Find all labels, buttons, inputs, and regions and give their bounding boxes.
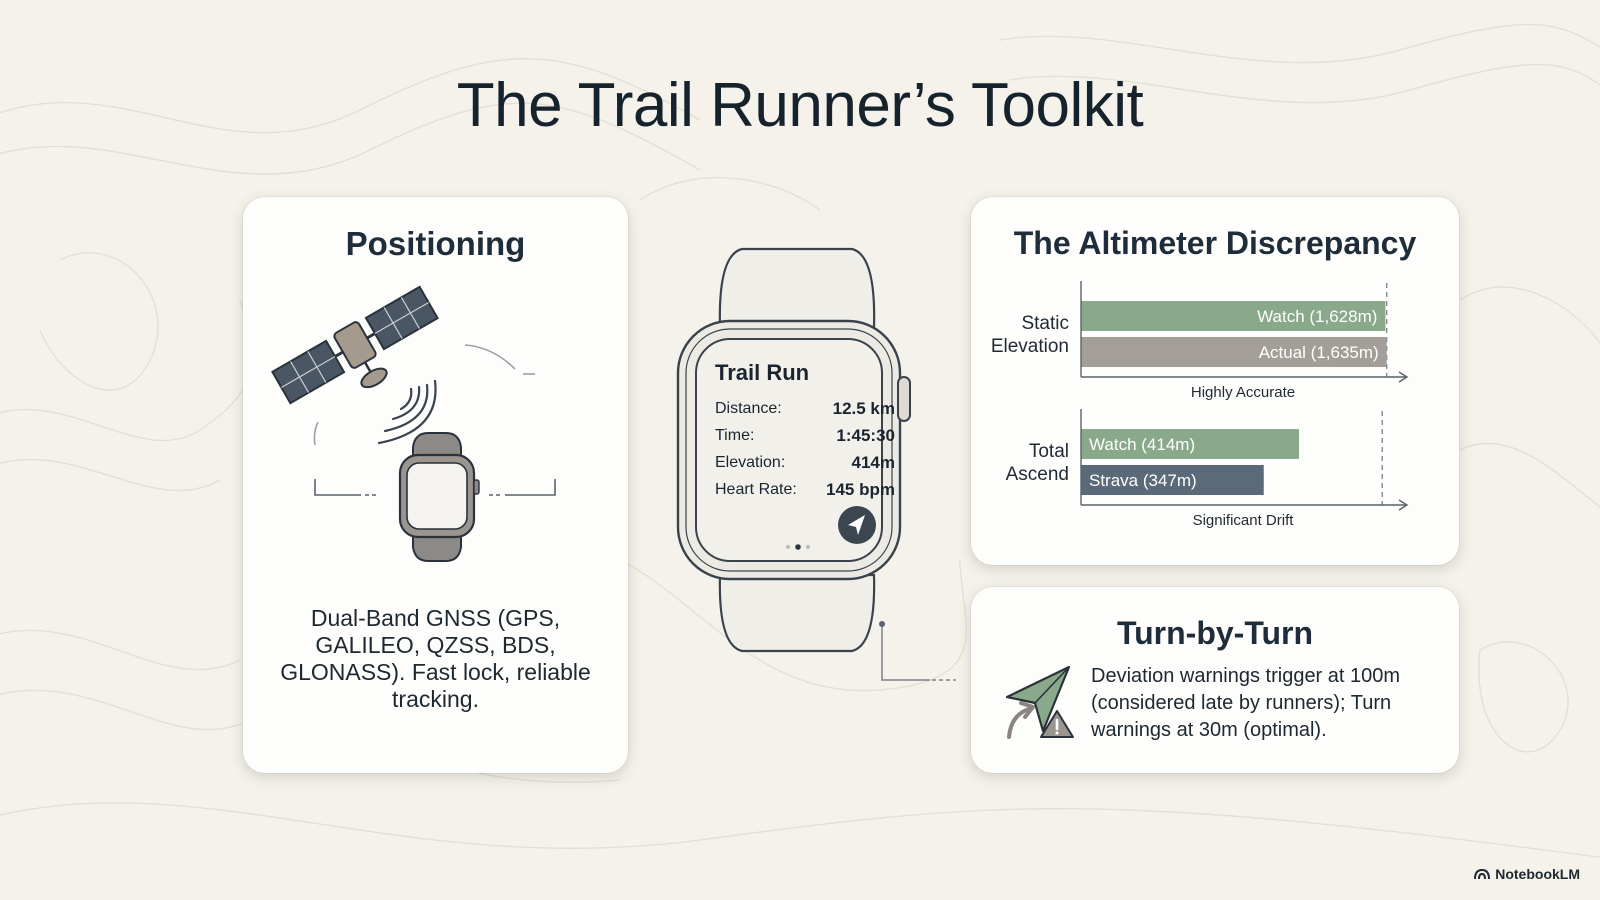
- x-axis-arrow: [1398, 499, 1409, 511]
- bar-label: Actual (1,635m): [1259, 343, 1379, 362]
- turn-by-turn-card: Turn-by-Turn Deviation warnings trigger …: [971, 587, 1459, 773]
- bar: [1081, 337, 1387, 367]
- navigation-illustration: [1005, 665, 1074, 739]
- brand-logo: NotebookLM: [1474, 866, 1580, 882]
- row-value: 414m: [851, 452, 895, 472]
- watch-row-distance: Distance: 12.5 km: [715, 395, 895, 422]
- watch-screen: [695, 338, 883, 562]
- nav-arrow-icon: [1005, 665, 1071, 733]
- watch-icon: [398, 432, 480, 562]
- watch-row-elevation: Elevation: 414m: [715, 449, 895, 476]
- x-axis-label: Significant Drift: [1193, 512, 1295, 529]
- turn-arrow-icon: [1007, 701, 1035, 739]
- page-indicator: [785, 544, 811, 550]
- brand-name: NotebookLM: [1495, 866, 1580, 882]
- range-bracket: [314, 479, 556, 496]
- x-axis-label: Highly Accurate: [1191, 384, 1295, 401]
- watch-band-bottom: [718, 573, 876, 653]
- row-value: 12.5 km: [832, 398, 895, 418]
- bar: [1081, 429, 1300, 459]
- bar: [1081, 465, 1264, 495]
- watch-row-heart-rate: Heart Rate: 145 bpm: [715, 476, 895, 503]
- bar-label: Watch (1,628m): [1257, 307, 1377, 326]
- orbit-arc: [464, 344, 516, 370]
- positioning-card: Positioning: [243, 197, 628, 773]
- positioning-description: Dual-Band GNSS (GPS, GALILEO, QZSS, BDS,…: [280, 605, 591, 712]
- positioning-heading: Positioning: [345, 225, 526, 262]
- turn-description: Deviation warnings trigger at 100m (cons…: [1091, 665, 1401, 741]
- satellite-icon: [271, 285, 439, 405]
- row-value: 1:45:30: [836, 425, 895, 445]
- x-axis-arrow: [1398, 371, 1409, 383]
- page-title: The Trail Runner’s Toolkit: [456, 71, 1144, 140]
- altimeter-heading: The Altimeter Discrepancy: [1013, 225, 1417, 261]
- turn-heading: Turn-by-Turn: [1116, 615, 1314, 651]
- signal-waves-icon: [377, 379, 437, 445]
- warning-icon: [1040, 710, 1074, 738]
- row-label: Time:: [715, 426, 755, 444]
- bar: [1081, 301, 1386, 331]
- watch-band-top: [718, 247, 876, 329]
- watch-crown: [897, 376, 911, 422]
- notebooklm-icon: [1474, 868, 1491, 880]
- positioning-illustration: [271, 285, 556, 562]
- smartwatch-illustration: [676, 247, 911, 653]
- navigation-arrow-icon: [838, 506, 876, 544]
- watch-screen-title: Trail Run: [715, 360, 810, 385]
- watch-screen-content: Trail Run Distance: 12.5 km Time: 1:45:3…: [715, 360, 895, 503]
- row-label: Heart Rate:: [715, 480, 797, 498]
- row-value: 145 bpm: [826, 479, 895, 499]
- row-label: Distance:: [715, 399, 782, 417]
- connector-line: [879, 621, 956, 681]
- bar-label: Watch (414m): [1089, 435, 1195, 454]
- bar-label: Strava (347m): [1089, 471, 1197, 490]
- watch-row-time: Time: 1:45:30: [715, 422, 895, 449]
- row-label: Elevation:: [715, 453, 786, 471]
